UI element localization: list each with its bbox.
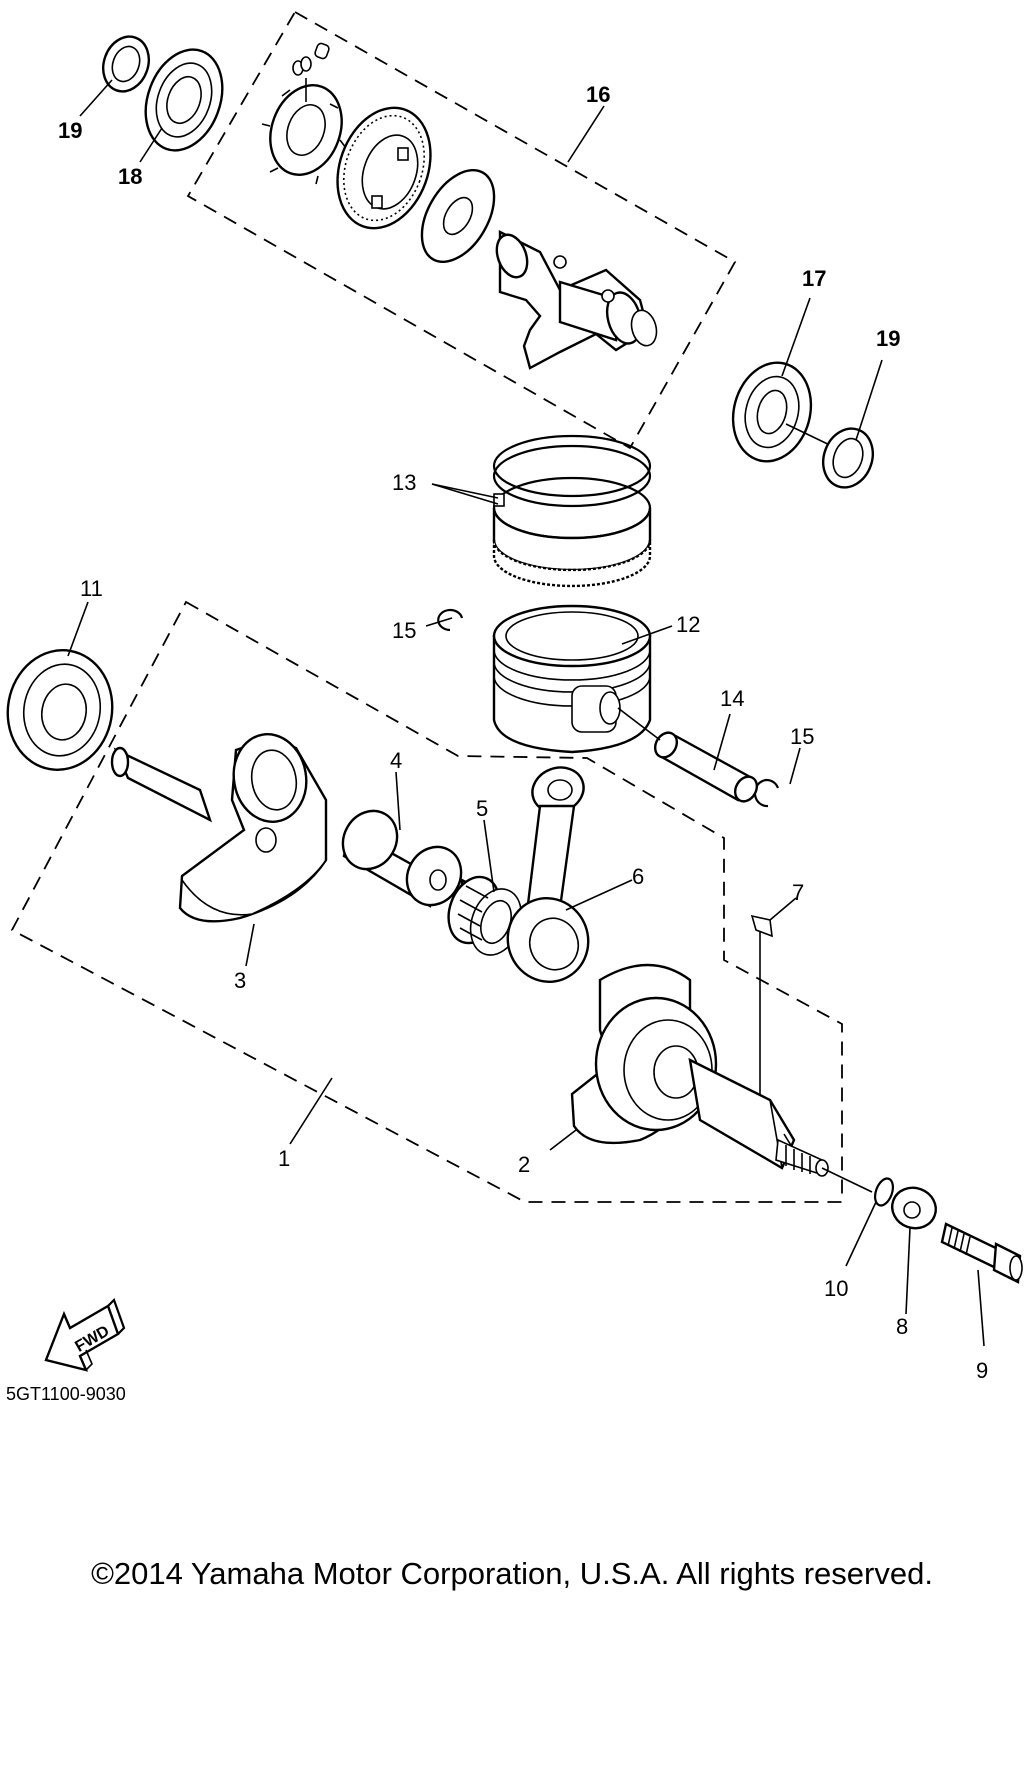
bolt: [940, 1222, 1023, 1284]
callout-4: 4: [390, 748, 402, 773]
oil-seal-19-top: [102, 35, 150, 93]
callout-6: 6: [632, 864, 644, 889]
bearing-18: [144, 48, 224, 152]
callout-13: 13: [392, 470, 416, 495]
fwd-arrow-icon: FWD: [44, 1297, 126, 1372]
callout-19-top: 19: [58, 118, 82, 143]
callout-14: 14: [720, 686, 744, 711]
leader-lines: [67, 78, 985, 1347]
piston: [492, 604, 652, 754]
circlip-15-right: [753, 778, 780, 808]
callout-18: 18: [118, 164, 142, 189]
balancer-pins: [292, 42, 330, 76]
assembly-16-boundary: [186, 10, 737, 450]
callout-11: 11: [80, 576, 103, 601]
crank-pin: [341, 809, 463, 908]
copyright-notice: ©2014 Yamaha Motor Corporation, U.S.A. A…: [91, 1556, 933, 1591]
crank-right: [570, 963, 829, 1177]
washer: [891, 1186, 937, 1230]
piston-pin: [653, 731, 759, 803]
bearing-11: [6, 649, 114, 771]
callout-17: 17: [802, 266, 826, 291]
callout-15-right: 15: [790, 724, 814, 749]
callout-19-right: 19: [876, 326, 900, 351]
callout-12: 12: [676, 612, 700, 637]
balancer-gear: [336, 106, 432, 230]
balancer-damper-hub: [261, 84, 347, 185]
callout-10: 10: [824, 1276, 848, 1301]
callout-5: 5: [476, 796, 488, 821]
oil-seal-19-right: [822, 427, 874, 489]
callout-16: 16: [586, 82, 610, 107]
balancer-washer: [420, 168, 496, 264]
bearing-17: [731, 361, 813, 463]
piston-ring-set: [492, 434, 652, 588]
crank-left: [110, 733, 328, 923]
connecting-rod: [506, 766, 590, 983]
callout-1: 1: [278, 1146, 290, 1171]
callout-2: 2: [518, 1152, 530, 1177]
balancer-shaft: [495, 230, 658, 370]
diagram-part-code: 5GT1100-9030: [6, 1384, 126, 1404]
circlip-15-left: [437, 608, 464, 632]
woodruff-key: [750, 914, 773, 938]
callout-15-left: 15: [392, 618, 416, 643]
needle-bearing: [447, 875, 523, 956]
assembly-1-boundary: [10, 600, 843, 1203]
callout-7: 7: [792, 880, 804, 905]
callout-8: 8: [896, 1314, 908, 1339]
callout-9: 9: [976, 1358, 988, 1383]
o-ring: [873, 1177, 895, 1207]
callout-3: 3: [234, 968, 246, 993]
